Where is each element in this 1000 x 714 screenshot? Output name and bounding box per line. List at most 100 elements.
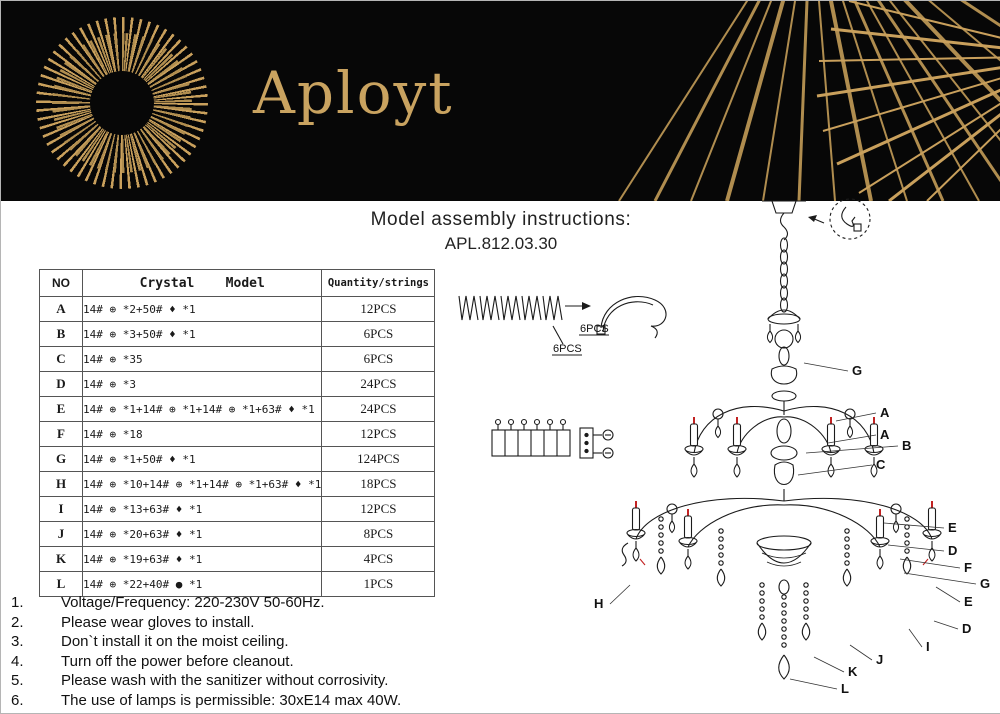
part-label: G [980, 576, 990, 591]
note-text: The use of lamps is permissible: 30xE14 … [61, 691, 402, 709]
row-letter: B [39, 321, 83, 347]
note-number: 5. [11, 672, 24, 690]
row-letter: G [39, 446, 83, 472]
quantity: 24PCS [321, 371, 436, 397]
note-text: Please wash with the sanitizer without c… [61, 672, 389, 690]
note-item: 1. Voltage/Frequency: 220-230V 50-60Hz. [11, 593, 491, 613]
note-number: 2. [11, 613, 24, 631]
col-header-no: NO [39, 269, 83, 297]
quantity: 6PCS [321, 321, 436, 347]
crystal-spec: 14# ⊕ *13+63# ♦ *1 [81, 496, 323, 522]
part-label: I [926, 639, 930, 654]
part-label: A [880, 427, 890, 442]
springs-parts-diagram: 6PCS 6PCS [458, 295, 667, 356]
part-label: E [964, 594, 973, 609]
page-title: Model assembly instructions: [370, 209, 632, 230]
notes-list: 1. Voltage/Frequency: 220-230V 50-60Hz. 2… [11, 593, 491, 711]
row-letter: F [39, 421, 83, 447]
row-letter: D [39, 371, 83, 397]
brand-banner: Aployt [1, 1, 1000, 201]
quantity: 124PCS [321, 446, 436, 472]
crystal-spec: 14# ⊕ *22+40# ● *1 [81, 571, 323, 597]
note-number: 1. [11, 594, 24, 611]
quantity: 4PCS [321, 546, 436, 572]
crystal-spec: 14# ⊕ *3 [81, 371, 323, 397]
note-number: 6. [11, 691, 24, 709]
note-item: 2. Please wear gloves to install. [11, 613, 491, 633]
quantity: 12PCS [321, 496, 436, 522]
part-label: C [876, 457, 886, 472]
part-label: E [948, 520, 957, 535]
part-label: G [852, 363, 862, 378]
brand-logo-sunburst-icon [36, 17, 208, 189]
wiring-diagram [491, 418, 614, 459]
crystal-spec: 14# ⊕ *20+63# ♦ *1 [81, 521, 323, 547]
row-letter: H [39, 471, 83, 497]
note-item: 6. The use of lamps is permissible: 30xE1… [11, 691, 491, 711]
part-label: K [848, 664, 858, 679]
title-block: Model assembly instructions: APL.812.03.… [1, 209, 1000, 254]
pcs-label: 6PCS [580, 323, 609, 335]
row-letter: C [39, 346, 83, 372]
note-text: Please wear gloves to install. [61, 613, 255, 631]
pcs-label: 6PCS [553, 343, 582, 355]
crystal-spec: 14# ⊕ *35 [81, 346, 323, 372]
row-letter: K [39, 546, 83, 572]
note-text: Voltage/Frequency: 220-230V 50-60Hz. [61, 594, 325, 611]
note-number: 3. [11, 633, 24, 651]
part-label: D [948, 543, 957, 558]
row-letter: E [39, 396, 83, 422]
note-item: 5. Please wash with the sanitizer without… [11, 671, 491, 691]
note-number: 4. [11, 652, 24, 670]
col-header-crystal-model: Crystal Model [81, 269, 323, 297]
note-item: 4. Turn off the power before cleanout. [11, 652, 491, 672]
part-label: D [962, 621, 971, 636]
note-text: Turn off the power before cleanout. [61, 652, 294, 670]
quantity: 1PCS [321, 571, 436, 597]
crystal-spec: 14# ⊕ *10+14# ⊕ *1+14# ⊕ *1+63# ♦ *1 [81, 471, 323, 497]
quantity: 18PCS [321, 471, 436, 497]
note-item: 3. Don`t install it on the moist ceiling. [11, 632, 491, 652]
quantity: 24PCS [321, 396, 436, 422]
row-letter: J [39, 521, 83, 547]
decorative-rays-icon [618, 1, 1000, 201]
brand-name: Aployt [253, 59, 454, 127]
part-label: J [876, 652, 883, 667]
part-label: H [594, 596, 603, 611]
row-letter: A [39, 296, 83, 322]
crystal-spec: 14# ⊕ *1+14# ⊕ *1+14# ⊕ *1+63# ♦ *1 [81, 396, 323, 422]
chandelier-diagram: G A A B C E D F G E D I J K L H [594, 198, 990, 696]
table-header-row: NO Crystal Model Quantity/strings [39, 269, 436, 297]
crystal-spec: 14# ⊕ *2+50# ♦ *1 [81, 296, 323, 322]
col-header-quantity: Quantity/strings [321, 269, 436, 297]
crystal-spec: 14# ⊕ *18 [81, 421, 323, 447]
part-label: L [841, 681, 849, 696]
part-label: B [902, 438, 911, 453]
row-letter: L [39, 571, 83, 597]
crystal-spec: 14# ⊕ *1+50# ♦ *1 [81, 446, 323, 472]
note-text: Don`t install it on the moist ceiling. [61, 633, 289, 651]
quantity: 12PCS [321, 296, 436, 322]
quantity: 12PCS [321, 421, 436, 447]
quantity: 6PCS [321, 346, 436, 372]
crystal-spec: 14# ⊕ *19+63# ♦ *1 [81, 546, 323, 572]
crystal-spec: 14# ⊕ *3+50# ♦ *1 [81, 321, 323, 347]
row-letter: I [39, 496, 83, 522]
quantity: 8PCS [321, 521, 436, 547]
model-number: APL.812.03.30 [444, 234, 558, 253]
part-label: F [964, 560, 972, 575]
